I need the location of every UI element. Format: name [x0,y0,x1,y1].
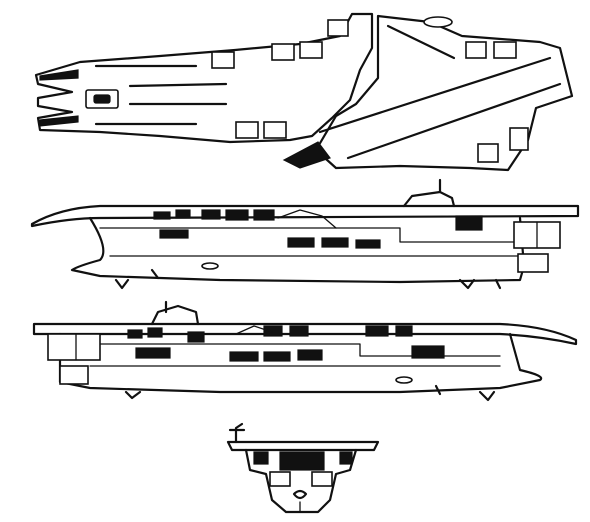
plan-deck-stripe-2 [128,82,228,88]
plan-deck-box-6 [263,121,287,139]
starboard-profile [30,178,580,290]
starboard-window-10 [455,215,483,231]
bow-anchor-mark [292,489,308,500]
port-window-4 [263,325,283,337]
port-window-6 [365,325,389,337]
plan-deck-box-1 [211,51,235,69]
plan-bow-notch-lower [39,115,79,127]
plan-stern-ramp [282,141,331,169]
port-window-1 [127,329,143,339]
bow-flight-deck [226,440,380,452]
port-window-7 [395,325,413,337]
bow-block-2 [269,471,291,487]
bow-mast [234,422,244,444]
bow-block-4 [253,451,269,465]
starboard-keel-fin-1 [114,278,130,290]
port-bow-lower [59,365,89,385]
plan-deck-box-2 [271,43,295,61]
plan-angled-box-1 [465,41,487,59]
starboard-window-8 [321,237,349,248]
plan-angled-stripe-3 [386,24,456,60]
starboard-window-9 [355,239,381,249]
starboard-porthole [201,262,219,270]
port-window-5 [289,325,309,337]
starboard-window-5 [253,209,275,221]
plan-angled-box-3 [477,143,499,163]
bow-view [226,422,380,514]
port-window-9 [229,351,259,362]
plan-view [34,12,574,172]
plan-deck-box-4 [327,19,349,37]
bow-block-1 [279,451,325,471]
starboard-island [402,190,456,208]
port-porthole [395,376,413,384]
port-keel-fin-3 [434,384,442,396]
starboard-stern-lower [517,253,549,273]
bow-hull [244,448,358,514]
starboard-window-4 [225,209,249,221]
plan-island-top [423,16,453,28]
starboard-window-6 [159,229,189,239]
bow-block-3 [311,471,333,487]
starboard-window-2 [175,209,191,219]
port-window-11 [297,349,323,361]
starboard-flight-deck [30,204,580,228]
plan-angled-deck-outline [314,14,574,172]
plan-angled-box-2 [493,41,517,59]
starboard-keel-fin-2 [150,268,160,280]
plan-angled-box-4 [509,127,529,151]
port-window-3 [187,331,205,343]
plan-lift-inset [93,94,111,104]
port-bow-box [47,333,101,361]
starboard-window-7 [287,237,315,248]
port-keel-fin-2 [478,390,496,402]
port-window-10 [263,351,291,362]
starboard-ramp [277,209,337,229]
starboard-window-3 [201,209,221,220]
port-window-12 [411,345,445,359]
port-window-8 [135,347,171,359]
port-flight-deck [32,322,578,346]
plan-deck-box-3 [299,41,323,59]
port-window-2 [147,327,163,338]
starboard-window-1 [153,211,171,220]
bow-block-5 [339,451,353,465]
port-hull [58,332,543,394]
starboard-gallery [99,227,521,243]
port-keel-fin-1 [124,390,142,400]
plan-angled-stripe-1 [318,56,552,134]
starboard-hull [70,216,526,284]
port-island [150,304,200,326]
port-profile [32,300,578,402]
plan-angled-stripe-2 [346,82,562,160]
plan-main-deck-outline [34,12,374,144]
plan-bow-notch-upper [39,69,79,81]
starboard-keel-fin-3 [458,278,476,290]
port-ramp [235,325,273,335]
starboard-keel-fin-4 [494,278,502,290]
plan-deck-box-5 [235,121,259,139]
